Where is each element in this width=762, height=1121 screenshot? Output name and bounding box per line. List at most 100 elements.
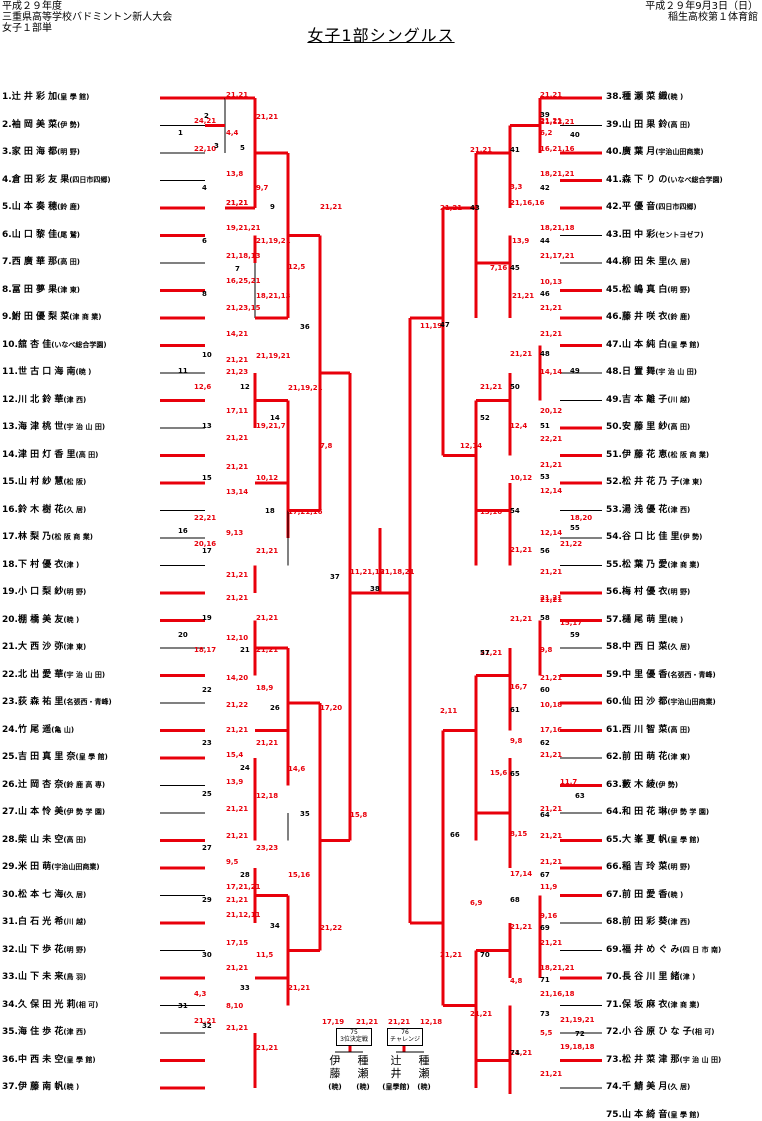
score-label: 21,21 [256, 547, 278, 555]
score-label: 2,11 [440, 707, 457, 715]
header-left-line: 女子１部単 [2, 23, 52, 34]
match-number: 31 [178, 1002, 188, 1010]
score-label: 14,14 [540, 368, 562, 376]
match-number: 64 [540, 811, 550, 819]
player-no: 49. [606, 394, 622, 405]
score-label: 5,5 [540, 1029, 553, 1037]
player-club: (宇治山田商業) [667, 698, 716, 706]
match-number: 67 [540, 871, 550, 879]
player-no: 19. [2, 587, 18, 597]
player-name: 廣 葉 月 [621, 147, 656, 157]
player-club: (暁 ) [63, 615, 80, 624]
player-name: 藤 井 咲 衣 [621, 312, 668, 322]
third-place-box: 75 3位決定戦 [336, 1028, 372, 1046]
player-no: 33. [2, 972, 18, 982]
score-label: 21,21 [540, 858, 562, 866]
player-name: 山 下 未 来 [17, 972, 64, 982]
match-number: 73 [540, 1010, 550, 1018]
player-entry: 15.山 村 紗 慧(松 阪) [2, 477, 86, 488]
player-entry: 16.鈴 木 樹 花(久 居) [2, 505, 86, 516]
player-entry: 74.千 鯖 美 月(久 居) [606, 1082, 690, 1093]
match-number: 17 [202, 547, 212, 555]
match-number: 46 [540, 290, 550, 298]
score-label: 22,10 [194, 145, 216, 153]
player-name: 山 口 黎 佳 [11, 229, 58, 240]
player-entry: 38.種 瀬 菜 織(暁 ) [606, 92, 683, 103]
score-label: 4,4 [226, 129, 239, 137]
third-place-label: 3位決定戦 [340, 1036, 368, 1043]
player-club: (名張西・青峰) [667, 670, 716, 679]
player-entry: 51.伊 藤 花 恵(松 阪 商 業) [606, 450, 709, 461]
match-number: 59 [570, 631, 580, 639]
match-number: 32 [202, 1022, 212, 1030]
score-label: 7,16 [490, 264, 507, 272]
player-entry: 47.山 本 純 白(皇 學 館) [606, 340, 700, 351]
score-label: 21,21 [226, 199, 248, 207]
score-label: 10,12 [256, 474, 278, 482]
player-club: (久 居) [667, 258, 691, 266]
final-player: 種瀬 [355, 1054, 371, 1080]
match-number: 69 [540, 924, 550, 932]
match-number: 13 [202, 422, 212, 430]
page-title-text: 女子1部シングルス [307, 26, 455, 45]
player-no: 75. [606, 1109, 622, 1120]
score-label: 21,21 [226, 571, 248, 579]
player-name: 森 下 り の [621, 174, 668, 185]
player-no: 62. [606, 752, 622, 762]
player-no: 20. [2, 614, 18, 625]
player-club: (鳥 羽) [63, 973, 87, 981]
player-name: 仙 田 沙 都 [621, 697, 668, 707]
player-entry: 21.大 西 沙 弥(津 東) [2, 642, 86, 653]
player-name: 和 田 花 琳 [621, 807, 668, 817]
score-label: 21,22 [226, 701, 248, 709]
player-name: 鮒 田 優 梨 菜 [11, 312, 70, 322]
player-entry: 58.中 西 日 菜(久 居) [606, 642, 690, 653]
player-no: 65. [606, 834, 622, 845]
player-club: (暁 ) [667, 93, 684, 101]
player-no: 45. [606, 284, 622, 295]
player-no: 1. [2, 92, 12, 102]
match-number: 74 [510, 1049, 520, 1057]
match-number: 12 [240, 383, 250, 391]
player-club: (明 野) [63, 588, 87, 596]
score-label: 20,12 [540, 407, 562, 415]
score-label: 12,14 [460, 442, 482, 450]
player-name: 日 置 舞 [621, 367, 656, 377]
player-club: (伊 勢) [655, 780, 679, 789]
score-label: 13,9 [226, 778, 243, 786]
match-number: 7 [235, 265, 240, 273]
player-club: (明 野) [63, 945, 87, 954]
player-club: (皇 學 館) [75, 753, 108, 761]
score-label: 22,21 [194, 514, 216, 522]
player-entry: 75.山 本 綺 音(皇 學 館) [606, 1110, 700, 1121]
match-number: 24 [240, 764, 250, 772]
player-entry: 66.稲 吉 玲 菜(明 野) [606, 862, 690, 873]
player-name: 山 本 純 白 [621, 339, 668, 350]
header-right-line: 平成２９年9月3日（日） [645, 1, 758, 12]
score-label: 13,9 [512, 237, 529, 245]
player-club: (久 居) [667, 1083, 691, 1091]
player-name: 大 西 沙 弥 [17, 642, 64, 652]
score-label: 21,12,21 [540, 118, 575, 126]
final-name-bottom: 瀬 [418, 1067, 430, 1080]
score-label: 21,21 [540, 751, 562, 759]
player-club: (四日市四郷) [69, 175, 111, 184]
player-no: 26. [2, 779, 18, 790]
player-no: 23. [2, 697, 18, 707]
player-club: (宇治山田商業) [51, 863, 100, 871]
score-label: 21,16,16 [510, 199, 545, 207]
player-entry: 56.梅 村 優 衣(明 野) [606, 587, 690, 598]
player-name: 米 田 萌 [17, 862, 52, 872]
player-club: (暁 ) [667, 890, 684, 899]
match-number: 37 [330, 573, 340, 581]
player-name: 冨 田 夢 果 [11, 284, 58, 295]
player-name: 山 本 綺 音 [621, 1109, 668, 1120]
player-no: 66. [606, 862, 622, 872]
match-number: 48 [540, 350, 550, 358]
score-label: 18,21,13 [256, 292, 291, 300]
score-label: 15,4 [226, 751, 243, 759]
score-label: 21,21 [470, 1010, 492, 1018]
score-label: 11,19 [420, 322, 442, 330]
player-club: (宇 治 山 田) [63, 670, 106, 679]
score-label: 14,20 [226, 674, 248, 682]
